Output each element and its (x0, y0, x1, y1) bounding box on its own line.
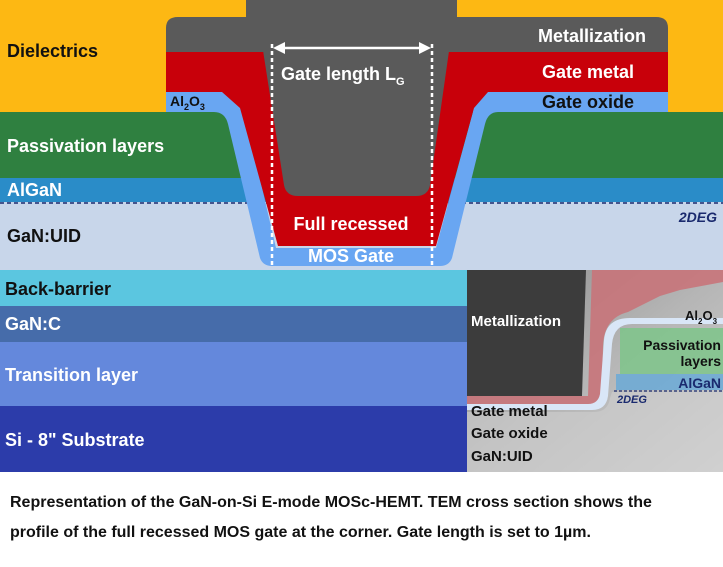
gan-c-layer (0, 306, 467, 342)
back-barrier-label: Back-barrier (5, 279, 111, 299)
tem-twodeg-label: 2DEG (616, 394, 647, 406)
caption-line-1: Representation of the GaN-on-Si E-mode M… (10, 494, 652, 511)
dielectrics-label: Dielectrics (7, 41, 98, 61)
tem-image: Metallization Al2O3 Passivation layers A… (467, 270, 723, 472)
tem-algan-label: AlGaN (678, 375, 721, 391)
metallization-trench (262, 44, 450, 196)
metallization-label: Metallization (538, 26, 646, 46)
gate-metal-label: Gate metal (542, 62, 634, 82)
tem-al2o3-label: Al2O3 (685, 308, 718, 326)
caption-line-2: profile of the full recessed MOS gate at… (10, 524, 591, 541)
metallization-cap (166, 0, 668, 52)
tem-metallization (467, 270, 586, 396)
tem-passivation-label-2: layers (681, 353, 722, 369)
gate-length-label: Gate length LG (281, 64, 405, 88)
gate-length-arrowhead-left (273, 42, 285, 54)
al2o3-label: Al2O3 (170, 93, 205, 112)
tem-gate-metal (467, 270, 723, 406)
transition-label: Transition layer (5, 365, 138, 385)
cross-section-diagram: Dielectrics Metallization Gate length LG… (0, 0, 723, 472)
gate-length-arrowhead-right (419, 42, 431, 54)
transition-layer (0, 342, 467, 406)
tem-metallization-label: Metallization (471, 313, 561, 330)
tem-passivation-label-1: Passivation (643, 337, 721, 353)
tem-gate-oxide-label: Gate oxide (471, 425, 548, 442)
gan-c-label: GaN:C (5, 314, 61, 334)
twodeg-label: 2DEG (678, 209, 717, 225)
substrate-label: Si - 8" Substrate (5, 430, 145, 450)
tem-gan-uid-label: GaN:UID (471, 448, 533, 465)
gan-uid-label: GaN:UID (7, 226, 81, 246)
gate-oxide-liner (170, 92, 668, 266)
mosc-hemt-figure: Dielectrics Metallization Gate length LG… (0, 0, 723, 472)
figure-caption: Representation of the GaN-on-Si E-mode M… (10, 488, 715, 548)
back-barrier-layer (0, 270, 467, 306)
tem-algan (616, 374, 723, 390)
algan-label: AlGaN (7, 180, 62, 200)
passivation-label: Passivation layers (7, 136, 164, 156)
substrate-layer (0, 406, 467, 472)
full-recessed-label: Full recessed (293, 214, 408, 234)
mos-gate-label: MOS Gate (308, 246, 394, 266)
tem-gate-metal-label: Gate metal (471, 403, 548, 420)
tem-passivation (620, 328, 723, 374)
tem-gan-uid (467, 392, 723, 472)
gate-oxide-label: Gate oxide (542, 92, 634, 112)
